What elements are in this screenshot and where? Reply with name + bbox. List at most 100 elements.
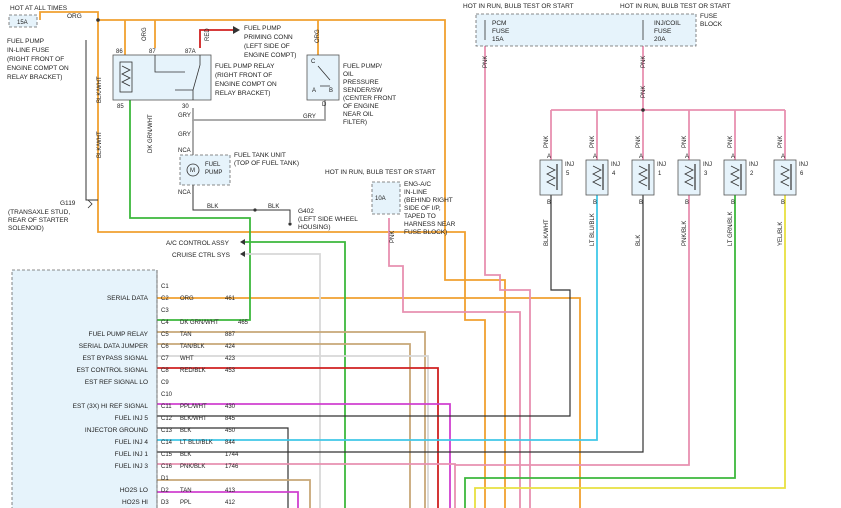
priming-label: ENGINE COMPT) [244,52,296,59]
pin-b: B [329,88,333,94]
injector-name: INJ [799,162,808,168]
pcm-pin: C8 [161,368,169,374]
pcm-wire-color: DK GRN/WHT [180,320,219,326]
pcm-pin: C9 [161,380,169,386]
pnk-label: PNK [483,56,489,68]
pcm-pin: C13 [161,428,173,434]
pin-86: 86 [116,49,123,55]
pcm-circuit: 450 [225,428,236,434]
injector-wire-label: BLK [636,235,642,246]
ppl-wht-wire [155,403,451,508]
hot-label: HOT IN RUN, BULB TEST OR START [325,169,436,176]
injector-pnk-label: PNK [636,136,642,148]
pcm-function: EST BYPASS SIGNAL [82,355,148,362]
pcm-pin: C10 [161,392,173,398]
injector-number: 3 [704,171,708,177]
oil-sw-box [306,54,340,101]
fuse-rating: 15A [17,20,28,26]
hot-label: HOT IN RUN, BULB TEST OR START [620,3,731,10]
eng-fuse-label: FUSE BLOCK) [404,229,447,236]
blk-wht-label: BLK/WHT [97,131,103,158]
pcm-wire-color: TAN/BLK [180,344,205,350]
pcm-pin: C7 [161,356,169,362]
blk-450-wire [155,427,289,508]
pcm-pin: C15 [161,452,173,458]
oil-label: PRESSURE [343,79,379,86]
ppl-412-wire [155,491,299,508]
injector-coil-icon [592,165,602,187]
pcm-circuit: 461 [225,296,236,302]
oil-label: FILTER) [343,119,367,126]
ac-control-label: A/C CONTROL ASSY [166,240,230,247]
fuse-block-box [475,13,697,47]
injector-body [585,159,609,196]
eng-fuse-box [371,181,401,215]
blk-label: BLK [268,204,279,210]
eng-fuse-label: (BEHIND RIGHT [404,197,453,204]
oil-label: FUEL PUMP/ [343,63,382,70]
injector-pnk-label: PNK [682,136,688,148]
injector-pin-b: B [731,200,735,206]
ground-icon [87,199,93,209]
pin-d: D [322,102,327,108]
oil-label: SENDER/SW [343,87,383,94]
pcm-pin: C5 [161,332,169,338]
pcm-function: FUEL INJ 5 [115,415,149,422]
gry-label: GRY [178,113,191,119]
dk-grn-wht-label: DK GRN/WHT [148,114,154,153]
injector-pin-b: B [685,200,689,206]
fuel-tank-label: (TOP OF FUEL TANK) [234,160,299,167]
inj-fuse-label: FUSE [654,28,672,35]
pcm-function: EST CONTROL SIGNAL [76,367,148,374]
fuse-box [8,14,38,28]
pcm-circuit: 1746 [225,464,239,470]
fuel-pump-label: PUMP [205,170,222,176]
relay-label: FUEL PUMP RELAY [215,63,275,70]
fuel-pump-fuse: HOT AT ALL TIMES 15A FUEL PUMP IN-LINE F… [7,5,100,81]
oil-label: (CENTER FRONT [343,95,396,102]
wht-cruise-wire [245,253,321,508]
pcm-wire-color: TAN [180,488,192,494]
fuel-pump-relay: 86 87 87A 85 30 ORG RED FUEL PUMP RELAY … [112,25,296,110]
relay-label: ENGINE COMPT ON [215,81,277,88]
pcm-circuit: 887 [225,332,236,338]
pnk-blk-wire [155,463,456,508]
injector-pin-b: B [639,200,643,206]
fuse-text-line: (RIGHT FRONT OF [7,56,64,63]
motor-icon [186,163,200,177]
fuse-text-line: RELAY BRACKET) [7,74,62,81]
g402-text: (LEFT SIDE WHEEL [298,216,358,223]
injector-pin-a: A [547,154,551,160]
pcm-circuit: 424 [225,344,236,350]
g119-text: (TRANSAXLE STUD, [8,209,70,216]
injector-pnk-label: PNK [544,136,550,148]
injector-body [631,159,655,196]
blk-1744-wire [155,195,644,453]
pcm-wire-color: LT BLU/BLK [180,440,213,446]
tan-413-wire [155,479,311,508]
priming-label: (LEFT SIDE OF [244,43,290,50]
pcm-function: SERIAL DATA JUMPER [79,343,149,350]
relay-label: RELAY BRACKET) [215,90,270,97]
blk-wht-label: BLK/WHT [97,76,103,103]
pcm-fuse-label: FUSE [492,28,510,35]
injector-pin-b: B [593,200,597,206]
arrow-icon [240,239,245,245]
pcm-pin: C12 [161,416,173,422]
pcm-wire-color: PPL [180,500,192,506]
injector-pin-a: A [731,154,735,160]
pcm-pin: C4 [161,320,169,326]
fuse-element-icon [484,20,644,40]
priming-label: PRIMING CONN [244,34,293,41]
oil-pressure-switch: ORG C A B D FUEL PUMP/ OIL PRESSURE SEND… [303,29,396,126]
